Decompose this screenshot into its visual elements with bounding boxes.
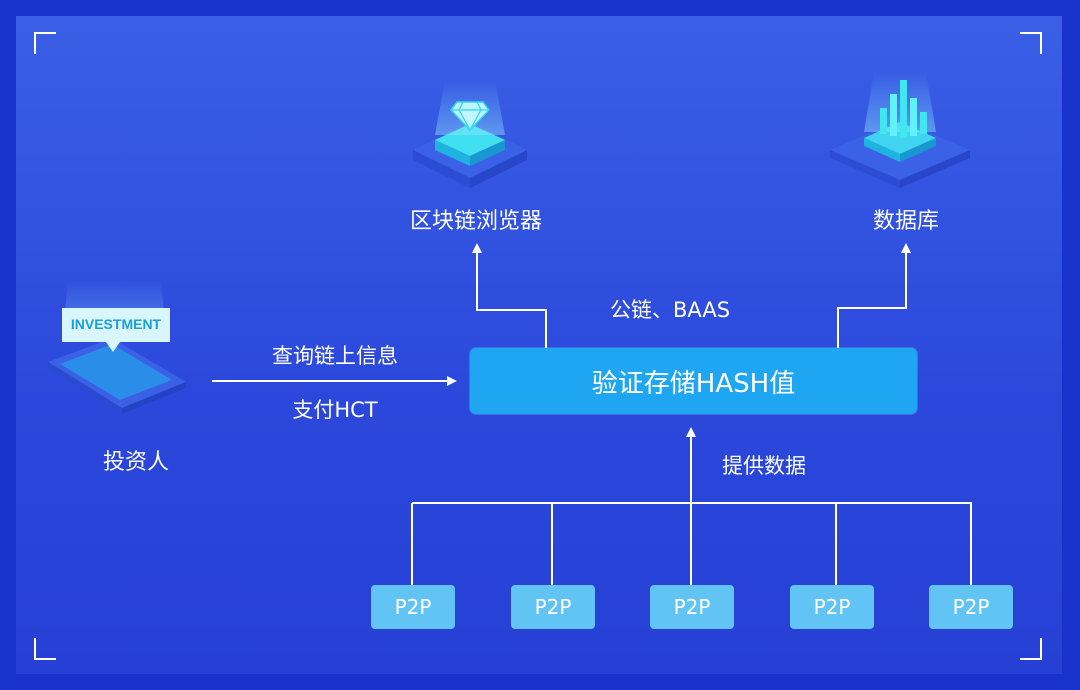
phone-investment-icon <box>48 280 186 414</box>
provide-data-label: 提供数据 <box>722 454 806 478</box>
database-label: 数据库 <box>872 209 939 234</box>
verify-store-hash-box: 验证存储HASH值 <box>470 348 917 414</box>
blockchain-browser-label: 区块链浏览器 <box>409 209 542 234</box>
investment-tag-label: INVESTMENT <box>70 316 162 332</box>
edge-to-browser <box>472 243 547 348</box>
pay-hct-label: 支付HCT <box>292 398 378 422</box>
p2p-node-5: P2P <box>929 585 1013 629</box>
investor-label: 投资人 <box>102 450 169 475</box>
corner-mark-top-left <box>34 32 56 54</box>
query-chain-label: 查询链上信息 <box>272 344 398 368</box>
p2p-node-2: P2P <box>511 585 595 629</box>
corner-mark-top-right <box>1020 32 1042 54</box>
p2p-node-1: P2P <box>371 585 455 629</box>
bar-chart-cube-icon <box>830 72 970 188</box>
p2p-node-4: P2P <box>790 585 874 629</box>
p2p-node-3: P2P <box>650 585 734 629</box>
public-chain-label: 公链、BAAS <box>610 298 731 322</box>
edge-to-database <box>837 243 911 348</box>
corner-mark-bottom-right <box>1020 638 1042 660</box>
corner-mark-bottom-left <box>34 638 56 660</box>
diamond-cube-icon <box>413 80 527 188</box>
